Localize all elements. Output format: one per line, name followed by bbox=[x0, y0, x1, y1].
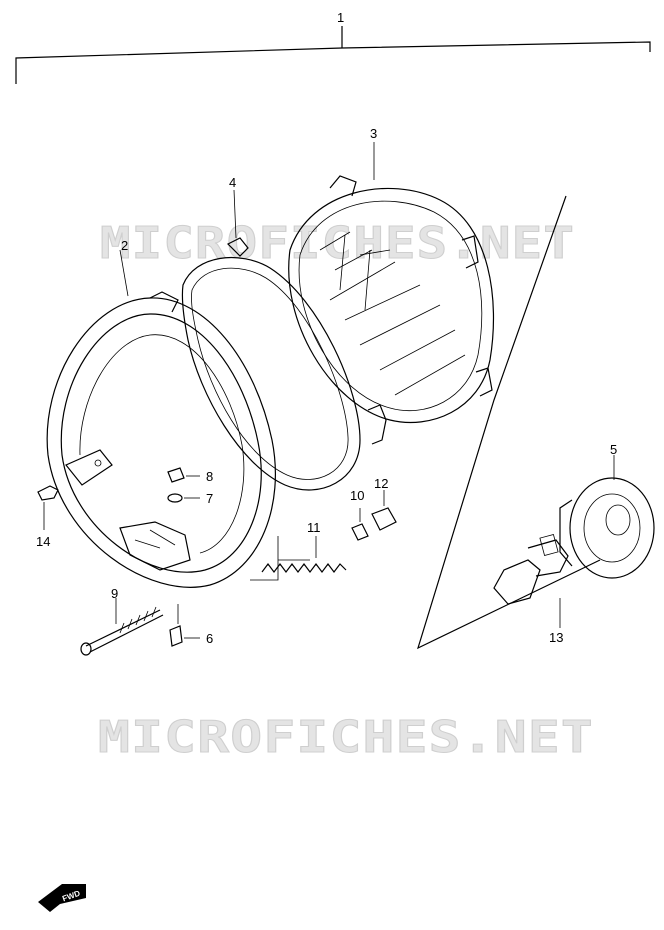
callout-6: 6 bbox=[206, 631, 213, 646]
callout-10: 10 bbox=[350, 488, 364, 503]
headlamp-lens-unit[interactable] bbox=[288, 142, 495, 424]
bolt-6[interactable] bbox=[169, 604, 200, 647]
nut[interactable] bbox=[167, 467, 200, 483]
watermark-bottom: MICROFICHES.NET bbox=[98, 712, 594, 763]
adjuster-nut[interactable] bbox=[351, 508, 369, 541]
headlamp-rim[interactable] bbox=[46, 249, 276, 588]
callout-2: 2 bbox=[121, 238, 128, 253]
callout-9: 9 bbox=[111, 586, 118, 601]
callout-11: 11 bbox=[307, 520, 321, 535]
callout-14: 14 bbox=[36, 534, 50, 549]
long-screw[interactable] bbox=[80, 598, 164, 656]
callout-8: 8 bbox=[206, 469, 213, 484]
bolt-14[interactable] bbox=[37, 485, 59, 530]
retaining-ring[interactable] bbox=[181, 189, 387, 491]
callout-5: 5 bbox=[610, 442, 617, 457]
callout-7: 7 bbox=[206, 491, 213, 506]
callout-4: 4 bbox=[229, 175, 236, 190]
washer[interactable] bbox=[167, 493, 200, 503]
callout-12: 12 bbox=[374, 476, 388, 491]
watermark-top: MICROFICHES.NET bbox=[100, 218, 575, 269]
assembly-bracket bbox=[15, 26, 651, 84]
callout-3: 3 bbox=[370, 126, 377, 141]
spring[interactable] bbox=[250, 536, 347, 581]
callout-13: 13 bbox=[549, 630, 563, 645]
headlamp-bulb[interactable] bbox=[493, 534, 569, 628]
fwd-arrow-icon: FWD bbox=[38, 884, 86, 912]
callout-1: 1 bbox=[337, 10, 344, 25]
socket-cover[interactable] bbox=[559, 455, 655, 579]
collar[interactable] bbox=[371, 490, 397, 531]
